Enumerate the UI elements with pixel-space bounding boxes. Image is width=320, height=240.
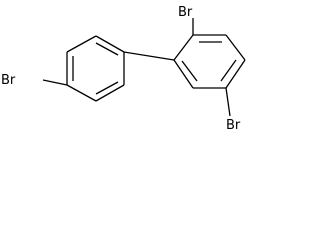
double-bond-inner (95, 42, 119, 56)
bromine-label-top: Br (178, 5, 193, 20)
bond (66, 84, 97, 102)
double-bond-inner (220, 59, 237, 82)
bond (225, 59, 246, 89)
bromine-label-bottom: Br (226, 118, 241, 133)
double-bond-inner (95, 81, 119, 95)
left-benzene-ring (66, 35, 125, 102)
bond (66, 35, 97, 53)
double-bond-inner (181, 60, 198, 82)
bond (173, 34, 194, 61)
bond-to-bromine-bottom (225, 87, 231, 117)
bromine-label-left: Br (1, 73, 16, 88)
molecule-structure-diagram: Br Br Br (1, 5, 246, 133)
right-benzene-ring (173, 34, 246, 89)
bond-to-bromine-left (42, 79, 68, 86)
bond (225, 34, 246, 61)
bond (173, 59, 194, 89)
bond (95, 35, 125, 53)
bond (95, 84, 125, 102)
biphenyl-bond (123, 51, 175, 61)
